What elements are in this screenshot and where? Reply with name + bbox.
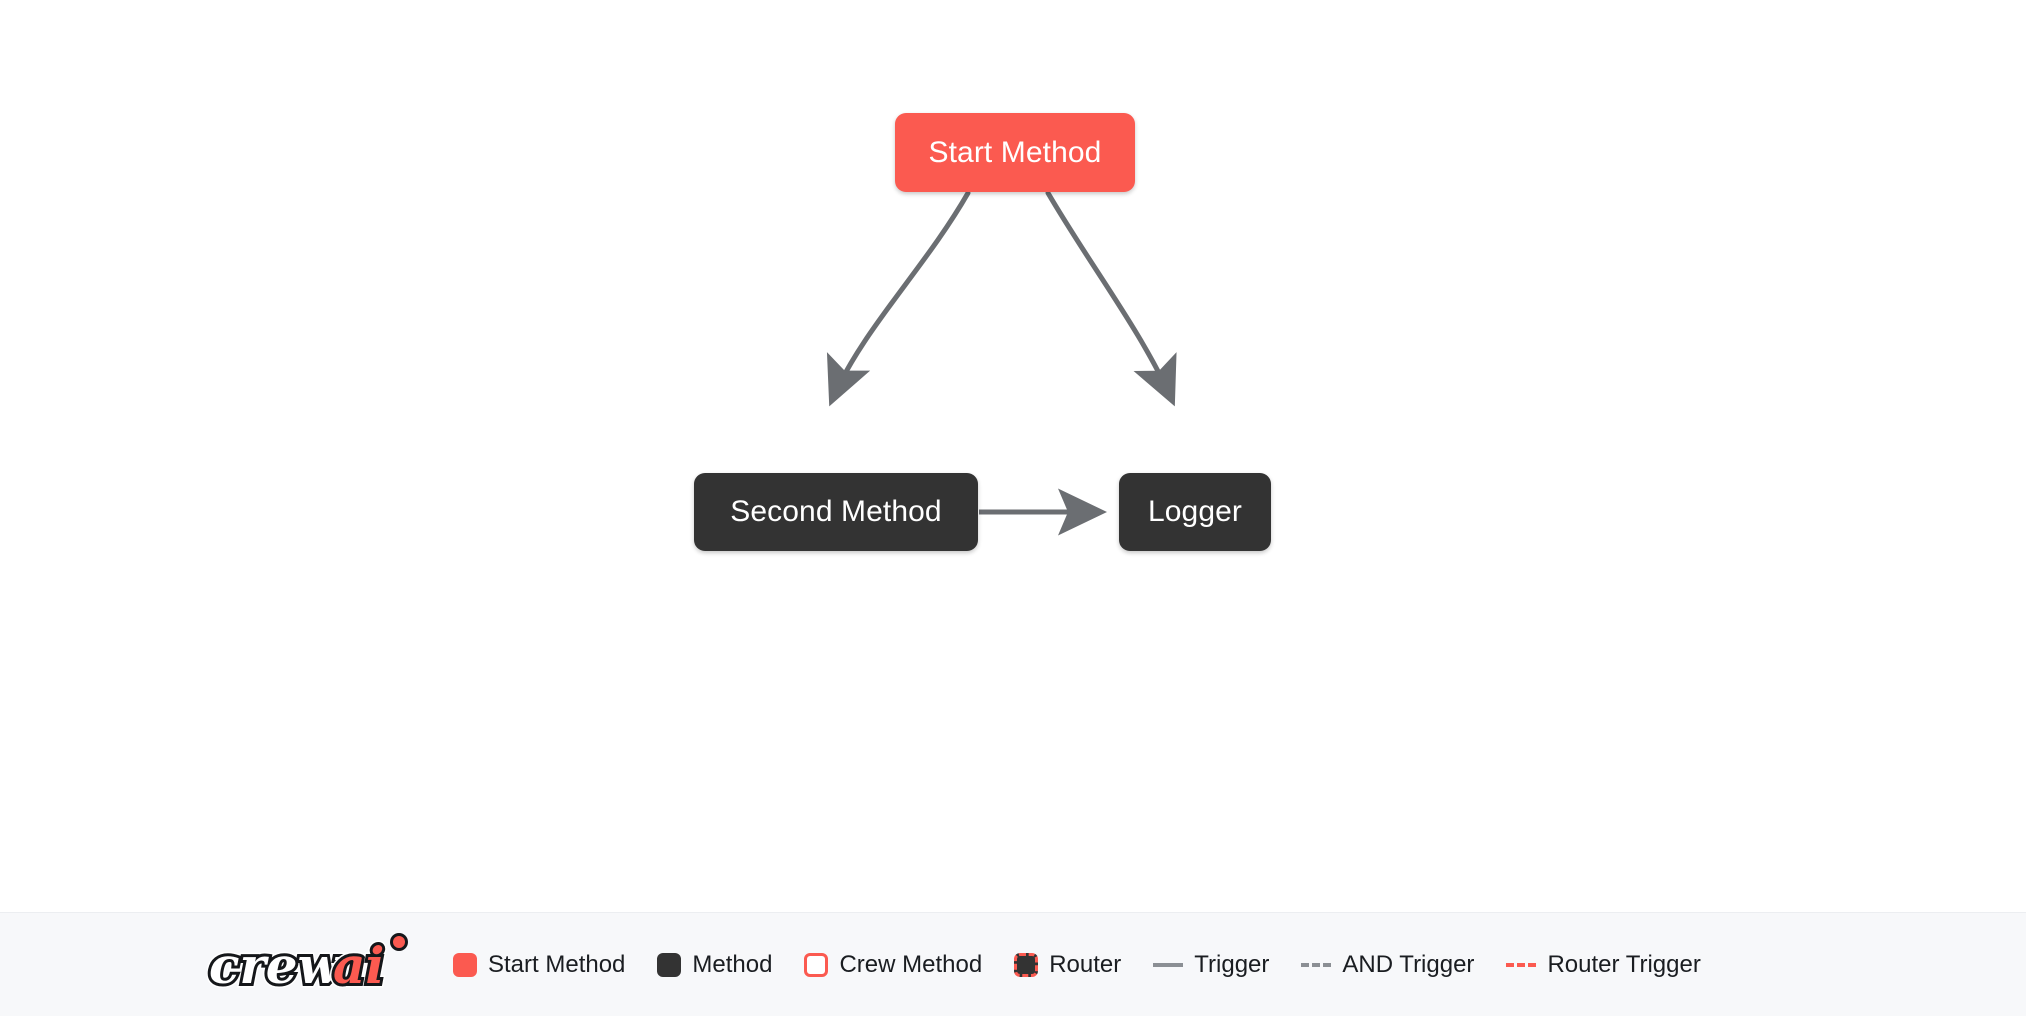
legend-label: Router Trigger <box>1547 950 1701 978</box>
node-start-method[interactable]: Start Method <box>895 113 1135 192</box>
edge-start-to-second <box>826 190 971 407</box>
method-swatch-icon <box>657 952 682 977</box>
legend-item-router[interactable]: Router <box>1014 950 1122 978</box>
node-logger[interactable]: Logger <box>1119 473 1271 551</box>
logo-text-ai-outline: ai <box>333 936 384 995</box>
edge-start-to-logger <box>1045 190 1177 407</box>
flow-diagram-canvas[interactable]: Start Method Second Method Logger <box>0 0 2026 912</box>
logo-dot <box>393 935 405 948</box>
start-method-swatch-icon <box>453 952 477 977</box>
crew-method-swatch-icon <box>804 952 829 977</box>
node-second-method[interactable]: Second Method <box>694 473 978 551</box>
router-swatch-icon <box>1014 952 1039 977</box>
logo-text-crew-outline: crew <box>209 936 343 995</box>
legend-label: Method <box>692 950 773 978</box>
trigger-line-icon <box>1153 963 1184 967</box>
legend-label: Crew Method <box>839 950 983 978</box>
crewai-logo: crew crew crew ai ai ai <box>207 931 408 999</box>
logo-text-crew-stroke: crew <box>209 936 343 995</box>
logo-text-crew: crew <box>209 936 343 995</box>
legend-item-method[interactable]: Method <box>657 950 773 978</box>
edge-layer <box>826 190 1177 536</box>
node-label: Logger <box>1147 495 1242 528</box>
legend-item-and-trigger[interactable]: AND Trigger <box>1301 950 1475 978</box>
legend-item-trigger[interactable]: Trigger <box>1153 950 1270 978</box>
legend-bar: crew crew crew ai ai ai Start Method Met… <box>0 912 2026 1016</box>
legend-item-start-method[interactable]: Start Method <box>453 950 626 978</box>
node-label: Start Method <box>928 135 1102 169</box>
logo-text-ai: ai <box>333 936 384 995</box>
legend-label: AND Trigger <box>1342 950 1475 978</box>
legend-item-router-trigger[interactable]: Router Trigger <box>1506 950 1701 978</box>
logo-text-ai-stroke: ai <box>333 936 384 995</box>
router-trigger-line-icon <box>1506 963 1537 967</box>
legend-item-crew-method[interactable]: Crew Method <box>804 950 983 978</box>
legend-label: Start Method <box>488 950 626 978</box>
legend-label: Trigger <box>1194 950 1270 978</box>
legend-label: Router <box>1049 950 1122 978</box>
and-trigger-line-icon <box>1301 963 1332 967</box>
node-label: Second Method <box>730 495 942 528</box>
